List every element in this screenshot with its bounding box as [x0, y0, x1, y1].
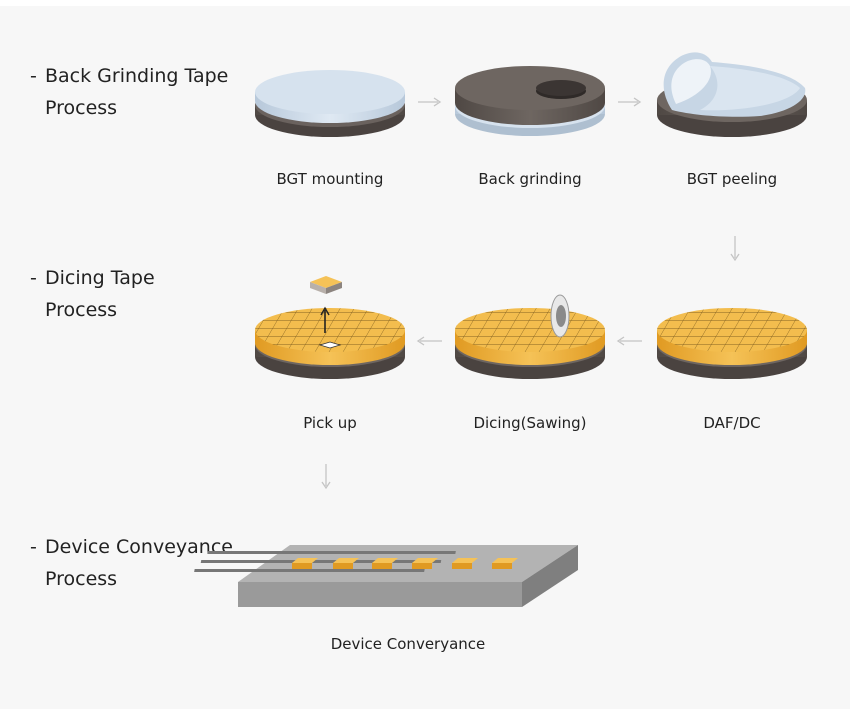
arrow-down-icon: [730, 236, 740, 262]
section-device-conveyance-title: - Device Conveyance Process: [30, 531, 233, 595]
section-dash: -: [30, 65, 37, 87]
section-dicing-title: - Dicing Tape Process: [30, 262, 155, 326]
section-dash: -: [30, 536, 37, 558]
section-back-grinding-title: - Back Grinding Tape Process: [30, 60, 228, 124]
section-title-text: Device Conveyance Process: [45, 536, 233, 590]
bgt-mounting-illustration: [255, 70, 405, 137]
step-label-pick-up: Pick up: [303, 414, 357, 432]
step-label-daf-dc: DAF/DC: [703, 414, 761, 432]
section-dash: -: [30, 267, 37, 289]
back-grinding-illustration: [455, 66, 605, 136]
dicing-illustration: [455, 294, 605, 379]
dicing-blade-icon: [550, 294, 570, 338]
arrow-right-icon: [418, 97, 442, 107]
section-title-text: Dicing Tape Process: [45, 267, 155, 321]
step-label-bgt-mounting: BGT mounting: [276, 170, 384, 188]
lifted-chip-icon: [310, 276, 342, 294]
step-label-dicing: Dicing(Sawing): [473, 414, 587, 432]
bgt-peeling-illustration: [657, 52, 807, 137]
step-label-bgt-peeling: BGT peeling: [686, 170, 778, 188]
step-label-device-conveyance: Device Converyance: [330, 635, 486, 653]
pick-up-illustration: [255, 276, 405, 379]
section-title-text: Back Grinding Tape Process: [45, 65, 229, 119]
device-chips: [292, 558, 518, 569]
daf-dc-illustration: [657, 308, 807, 379]
arrow-right-icon: [618, 97, 642, 107]
arrow-down-icon: [321, 464, 331, 490]
arrow-left-icon: [416, 336, 442, 346]
step-label-back-grinding: Back grinding: [478, 170, 582, 188]
up-arrow-icon: [320, 306, 330, 333]
device-conveyance-illustration: [194, 545, 578, 607]
arrow-left-icon: [616, 336, 642, 346]
